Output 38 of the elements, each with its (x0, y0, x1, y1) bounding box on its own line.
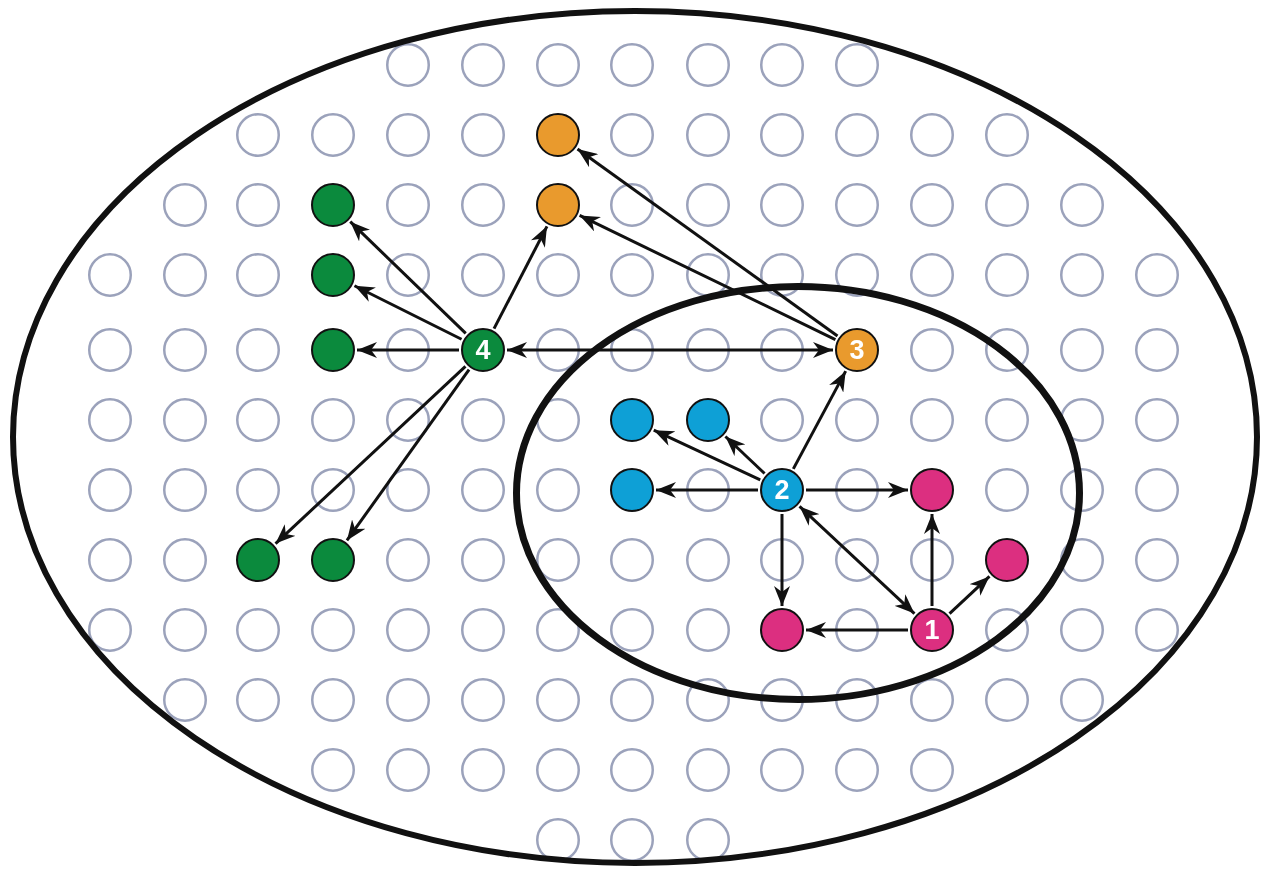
numbered-node: 1 (910, 608, 954, 652)
arrow (924, 514, 940, 606)
arrow (576, 147, 839, 338)
arrow (274, 365, 467, 545)
arrow (653, 428, 761, 482)
filled-node (610, 398, 654, 442)
filled-node (610, 468, 654, 512)
filled-node (311, 253, 355, 297)
arrow (353, 284, 463, 341)
arrow (349, 220, 467, 335)
arrow (345, 368, 471, 542)
boundary-ellipse (10, 8, 1260, 866)
numbered-node: 4 (461, 328, 505, 372)
arrow (798, 505, 916, 615)
arrow (806, 622, 908, 638)
arrow (656, 482, 758, 498)
filled-node (311, 538, 355, 582)
filled-node (536, 113, 580, 157)
arrow (492, 225, 549, 330)
filled-node (536, 183, 580, 227)
boundary-ellipse (513, 283, 1083, 703)
arrow (806, 482, 908, 498)
arrow (774, 514, 790, 606)
arrow (724, 435, 766, 475)
filled-node (311, 183, 355, 227)
filled-node (311, 328, 355, 372)
filled-node (760, 608, 804, 652)
filled-node (985, 538, 1029, 582)
arrow (357, 342, 459, 358)
arrow (948, 575, 991, 615)
numbered-node: 3 (835, 328, 879, 372)
filled-node (686, 398, 730, 442)
arrow (578, 214, 837, 341)
filled-node (236, 538, 280, 582)
filled-node (910, 468, 954, 512)
numbered-node: 2 (760, 468, 804, 512)
arrow (792, 370, 847, 470)
arrow (507, 342, 833, 358)
